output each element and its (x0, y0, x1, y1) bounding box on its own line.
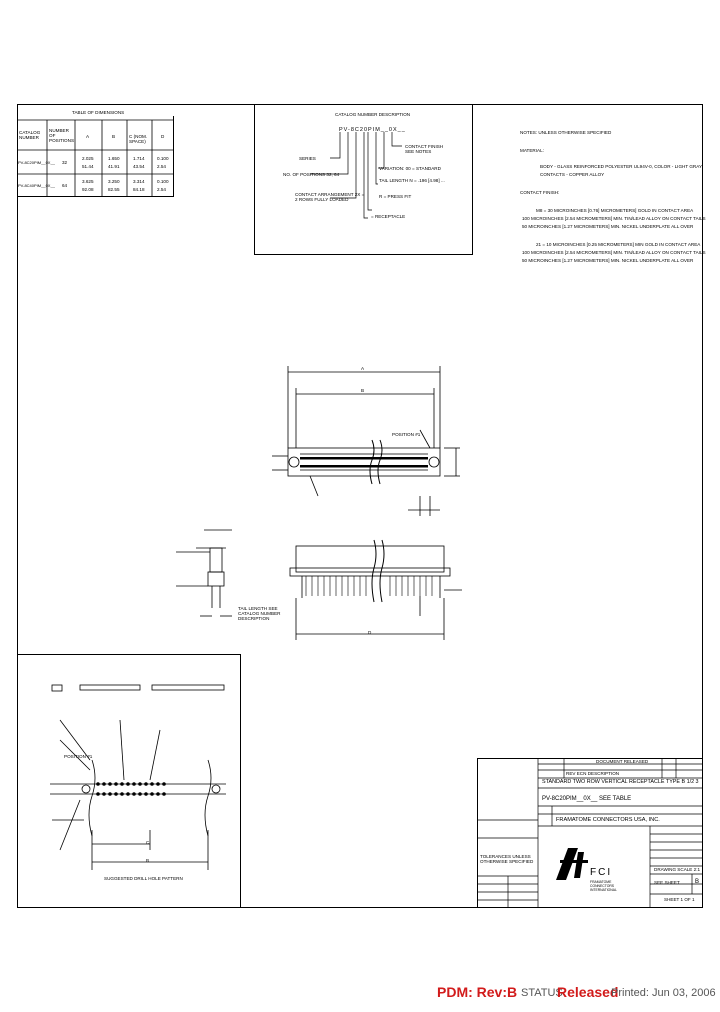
sheet-number: SHEET 1 OF 1 (664, 897, 695, 902)
dimensions-table: TABLE OF DIMENSIONS (17, 110, 174, 197)
note-line-3: CONTACTS - COPPER ALLOY (540, 172, 605, 177)
row1-c-mm: 43.54 (133, 164, 145, 169)
catalog-item-series: SERIES (299, 156, 316, 161)
row2-b-mm: 82.55 (108, 187, 120, 192)
dim-b-label-drill: B (146, 858, 150, 863)
tail-length-label: TAIL LENGTH SEE CATALOG NUMBER DESCRIPTI… (238, 606, 281, 621)
row1-c-in: 1.714 (133, 156, 145, 161)
row1-b-in: 1.650 (108, 156, 120, 161)
row1-positions: 32 (62, 160, 68, 165)
col-header-positions: NUMBER OF POSITIONS (49, 128, 75, 143)
catalog-item-tail: TAIL LENGTH N = .196 [4.98] ... (379, 178, 445, 183)
row1-a-in: 2.025 (82, 156, 94, 161)
row2-c-in: 3.314 (133, 179, 145, 184)
row2-c-mm: 84.18 (133, 187, 145, 192)
row2-a-in: 3.625 (82, 179, 94, 184)
catalog-desc-title: CATALOG NUMBER DESCRIPTION (335, 112, 411, 117)
fci-logo: FCI (590, 867, 613, 878)
drawing-scale: DRAWING SCALE 2:1 (654, 867, 701, 872)
rev-description: DOCUMENT RELEASED (596, 759, 649, 764)
col-header-c: C (NOM. SPACE) (129, 134, 148, 144)
status-label: STATUS (521, 987, 563, 999)
drill-hole-pattern-box (17, 654, 241, 908)
pdm-revision: PDM: Rev:B (437, 984, 518, 1000)
note-line-5: M8 = 30 MICROINCHES [0.76] MICROMETERS] … (536, 208, 694, 213)
row1-d-mm: 2.54 (157, 164, 166, 169)
note-line-7: 50 MICROINCHES [1.27 MICROMETERS] MIN. N… (522, 224, 694, 229)
title-block (477, 758, 703, 908)
revision-header: REV ECN DESCRIPTION (566, 771, 620, 776)
row2-b-in: 3.250 (108, 179, 120, 184)
col-header-catalog: CATALOG NUMBER (19, 130, 41, 140)
note-line-9: 100 MICROINCHES [2.54 MICROMETERS] MIN. … (522, 250, 706, 255)
catalog-item-variation: VARIATION: 00 = STANDARD (379, 166, 441, 171)
dimensions-table-title: TABLE OF DIMENSIONS (72, 110, 125, 115)
row2-catalog: PV-8C40PIM__0X__ (18, 183, 55, 188)
drill-pattern-title: SUGGESTED DRILL HOLE PATTERN (104, 876, 183, 881)
row1-d-in: 0.100 (157, 156, 169, 161)
notes-title: NOTES: UNLESS OTHERWISE SPECIFIED (520, 130, 612, 135)
dim-c-label: C (146, 840, 150, 845)
note-line-2: BODY - GLASS REINFORCED POLYESTER UL94V-… (540, 164, 703, 169)
row2-positions: 64 (62, 183, 68, 188)
row2-d-in: 0.100 (157, 179, 169, 184)
position1-label: POSITION #1 (392, 432, 421, 437)
drawing-title: STANDARD TWO ROW VERTICAL RECEPTACLE TYP… (542, 779, 699, 785)
note-line-10: 50 MICROINCHES [1.27 MICROMETERS] MIN. N… (522, 258, 694, 263)
note-line-4: CONTACT FINISH: (520, 190, 560, 195)
dim-b-label: B (361, 388, 365, 393)
fci-logo-sub: FRAMATOME CONNECTORS INTERNATIONAL (590, 880, 617, 892)
status-released: Released (557, 984, 619, 1000)
note-line-1: MATERIAL: (520, 148, 544, 153)
catalog-number-field: PV-8C20PIM__0X__ SEE TABLE (542, 796, 632, 802)
printed-date: Printed: Jun 03, 2006 (611, 987, 716, 999)
dim-a-label: A (361, 366, 365, 371)
note-line-6: 100 MICROINCHES [2.54 MICROMETERS] MIN. … (522, 216, 706, 221)
col-header-a: A (86, 134, 90, 139)
tolerances-label: TOLERANCES UNLESS OTHERWISE SPECIFIED (480, 854, 534, 864)
row2-d-mm: 2.54 (157, 187, 166, 192)
catalog-item-receptacle: = RECEPTACLE (371, 214, 406, 219)
catalog-code: PV-8C20PIM__0X__ (339, 127, 406, 133)
drill-position-label: POSITION #1 (64, 754, 93, 759)
catalog-item-arrangement: CONTACT ARRANGEMENT 2X = 2 ROWS FULLY LO… (295, 192, 365, 202)
drawing-number: SEE SHEET (654, 880, 680, 885)
dim-d-label: D (368, 630, 372, 635)
note-line-8: 21 = 10 MICROINCHES [0.25 MICROMETERS] M… (536, 242, 701, 247)
revision-letter: B (695, 879, 700, 885)
catalog-item-pressfit: R = PRESS FIT (379, 194, 412, 199)
row1-catalog: PV-8C20PIM__0X__ (18, 160, 55, 165)
drawing-sheet (17, 104, 703, 908)
company-name: FRAMATOME CONNECTORS USA, INC. (556, 817, 660, 823)
catalog-item-finish: CONTACT FINISH SEE NOTES (405, 144, 444, 154)
fci-logo-mark (556, 848, 588, 880)
col-header-d: D (161, 134, 165, 139)
row2-a-mm: 92.08 (82, 187, 94, 192)
catalog-description-box: CATALOG NUMBER DESCRIPTION PV-8C20PIM__0… (254, 104, 473, 255)
row1-a-mm: 51.44 (82, 164, 94, 169)
row1-b-mm: 41.91 (108, 164, 120, 169)
col-header-b: B (112, 134, 116, 139)
catalog-item-positions: NO. OF POSITIONS 32, 64 (283, 172, 340, 177)
